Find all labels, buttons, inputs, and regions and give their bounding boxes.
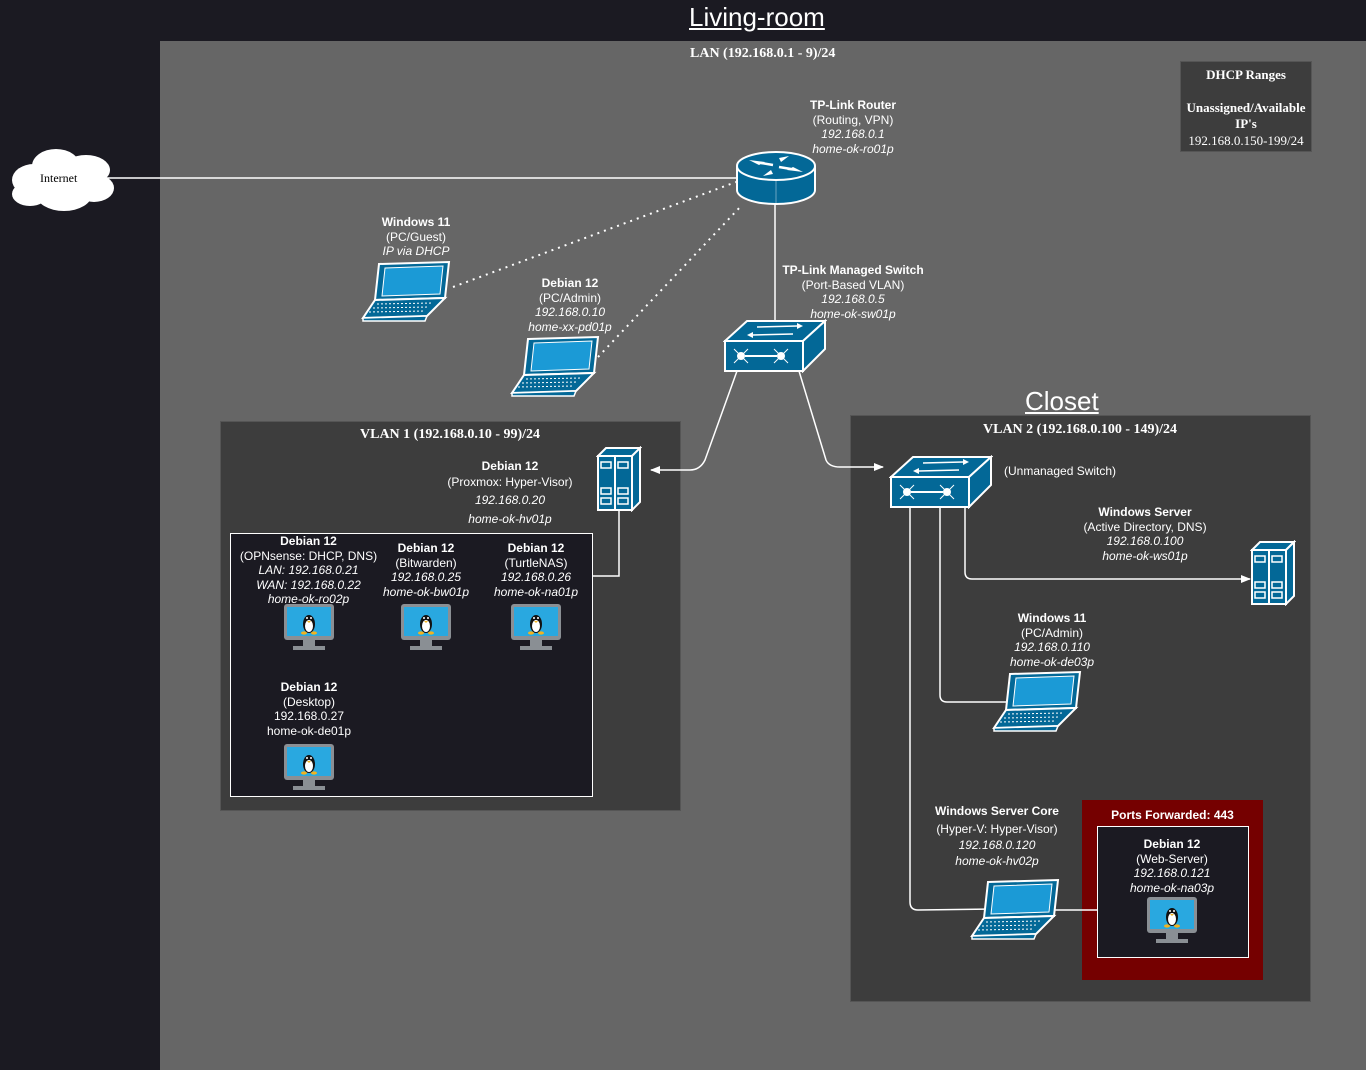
server-core-label: Windows Server Core (Hyper-V: Hyper-Viso… bbox=[935, 804, 1059, 868]
internet-label: Internet bbox=[40, 171, 78, 185]
linux-monitor-icon bbox=[1146, 896, 1198, 944]
switch-vlan2-link bbox=[798, 370, 884, 471]
linux-monitor-icon bbox=[400, 603, 452, 651]
laptop-icon[interactable] bbox=[510, 335, 600, 397]
lan-zone-label: LAN (192.168.0.1 - 9)/24 bbox=[690, 46, 836, 61]
vm-turtlenas-label: Debian 12 (TurtleNAS) 192.168.0.26 home-… bbox=[493, 541, 579, 599]
admin-pc-label: Debian 12 (PC/Admin) 192.168.0.10 home-x… bbox=[528, 276, 612, 334]
vlan2-zone-label: VLAN 2 (192.168.0.100 - 149)/24 bbox=[983, 422, 1178, 437]
linux-monitor-icon bbox=[283, 603, 335, 651]
switch-proxmox-link bbox=[650, 370, 738, 474]
router-icon[interactable] bbox=[735, 150, 817, 206]
vm-desktop-label: Debian 12 (Desktop) 192.168.0.27 home-ok… bbox=[266, 680, 352, 738]
uswitch-servercore-link bbox=[909, 506, 996, 914]
proxmox-vm-link bbox=[593, 510, 620, 577]
vm-opnsense-label: Debian 12 (OPNsense: DHCP, DNS) LAN: 192… bbox=[239, 534, 378, 606]
switch-icon[interactable] bbox=[723, 319, 827, 373]
guest-router-wifi bbox=[452, 181, 737, 288]
dhcp-title: DHCP Ranges bbox=[1206, 67, 1286, 82]
vlan1-zone-label: VLAN 1 (192.168.0.10 - 99)/24 bbox=[360, 427, 541, 442]
server-icon[interactable] bbox=[1250, 540, 1296, 606]
vm-webserver-label: Debian 12 (Web-Server) 192.168.0.121 hom… bbox=[1129, 837, 1215, 895]
living-room-title: Living-room bbox=[689, 2, 825, 32]
uswitch-winserver-link bbox=[964, 506, 1251, 583]
managed-switch-label: TP-Link Managed Switch (Port-Based VLAN)… bbox=[782, 263, 924, 321]
router-label: TP-Link Router (Routing, VPN) 192.168.0.… bbox=[810, 98, 896, 156]
dhcp-subtitle: Unassigned/Available IP's bbox=[1186, 100, 1306, 131]
dhcp-ranges-box: DHCP Ranges Unassigned/Available IP's 19… bbox=[1180, 61, 1312, 152]
windows-server-label: Windows Server (Active Directory, DNS) 1… bbox=[1083, 505, 1207, 563]
ports-forwarded-label: Ports Forwarded: 443 bbox=[1111, 808, 1234, 822]
unmanaged-switch-label: (Unmanaged Switch) bbox=[1004, 464, 1117, 478]
dhcp-range: 192.168.0.150-199/24 bbox=[1188, 133, 1304, 148]
laptop-icon[interactable] bbox=[361, 260, 451, 322]
server-icon[interactable] bbox=[596, 446, 642, 512]
guest-pc-label: Windows 11 (PC/Guest) IP via DHCP bbox=[381, 215, 451, 258]
uswitch-win11-link bbox=[939, 506, 1017, 706]
laptop-icon[interactable] bbox=[970, 878, 1060, 940]
linux-monitor-icon bbox=[510, 603, 562, 651]
laptop-icon[interactable] bbox=[992, 670, 1082, 732]
closet-title: Closet bbox=[1025, 386, 1099, 416]
win11-admin-label: Windows 11 (PC/Admin) 192.168.0.110 home… bbox=[1009, 611, 1095, 669]
switch-icon[interactable] bbox=[889, 455, 993, 509]
proxmox-label: Debian 12 (Proxmox: Hyper-Visor) 192.168… bbox=[447, 459, 573, 526]
linux-monitor-icon bbox=[283, 743, 335, 791]
vm-bitwarden-label: Debian 12 (Bitwarden) 192.168.0.25 home-… bbox=[382, 541, 470, 599]
internet-cloud-icon bbox=[12, 149, 114, 211]
